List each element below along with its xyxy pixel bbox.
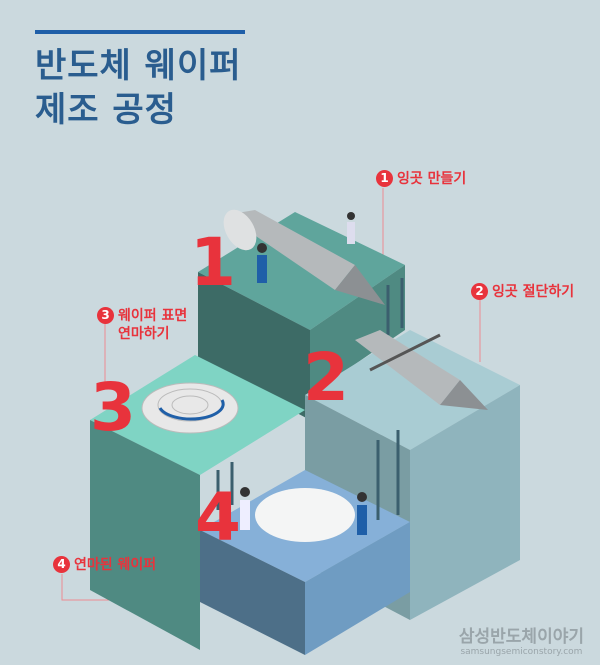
worker-icons [240,212,367,535]
brand-name: 삼성반도체이야기 [458,627,584,647]
polished-wafer-icon [255,488,355,542]
cut-ingot-icon [355,330,488,410]
step-text-3-line1: 웨이퍼 표면 [118,308,188,324]
step-text-3-line2: 연마하기 [118,326,170,342]
polishing-wafer-icon [141,382,239,434]
ladder-icons [216,278,404,520]
ingot-icon [223,209,385,305]
step-label-4: 4 연마된 웨이퍼 [53,556,156,574]
step-number-4: 4 [195,479,241,556]
title-line-1: 반도체 웨이퍼 [35,46,242,86]
title-line-2: 제조 공정 [35,90,177,130]
step-badge-3: 3 [97,307,114,324]
step-text-2: 잉곳 절단하기 [492,284,575,300]
step-badge-2: 2 [471,283,488,300]
step-text-1: 잉곳 만들기 [397,171,467,187]
step-label-2: 2 잉곳 절단하기 [471,283,574,301]
title-bar [35,30,245,34]
step-number-2: 2 [303,339,349,416]
step-number-3: 3 [90,369,136,446]
brand-url: samsungsemiconstory.com [460,647,583,657]
step-number-1: 1 [190,224,236,301]
step-text-4: 연마된 웨이퍼 [74,557,157,573]
step-badge-1: 1 [376,170,393,187]
page-title: 반도체 웨이퍼 제조 공정 [35,44,242,132]
step-label-1: 1 잉곳 만들기 [376,170,466,188]
brand-logo: 삼성반도체이야기 samsungsemiconstory.com [459,622,584,657]
step-badge-4: 4 [53,556,70,573]
